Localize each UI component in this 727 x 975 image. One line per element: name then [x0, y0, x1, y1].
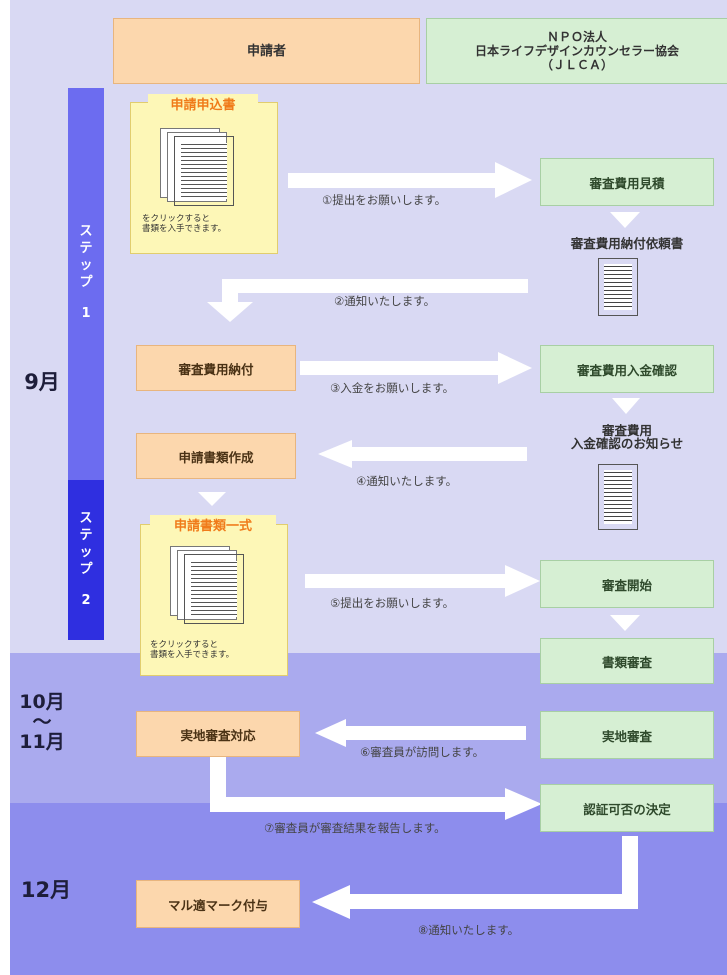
header-organization: ＮＰＯ法人 日本ライフデザインカウンセラー協会 （ＪＬＣＡ） [426, 18, 727, 84]
application-set-note: をクリックすると 書類を入手できます。 [150, 640, 235, 660]
payment-notice-label: 審査費用 入金確認のお知らせ [570, 423, 684, 451]
message-2: ②通知いたします。 [334, 294, 436, 308]
fee-request-label: 審査費用納付依頼書 [570, 236, 684, 251]
document-stack-icon[interactable] [170, 546, 246, 624]
message-6: ⑥審査員が訪問します。 [360, 745, 485, 759]
message-5: ⑤提出をお願いします。 [330, 596, 455, 610]
month-september: 9月 [24, 370, 60, 394]
step1-char: ッ [79, 258, 93, 273]
step2-char: テ [79, 528, 93, 543]
step2-char: プ [79, 562, 93, 577]
create-documents-box: 申請書類作成 [136, 433, 296, 479]
step1-char: ス [79, 224, 93, 239]
step1-char: プ [79, 275, 93, 290]
application-set-title: 申請書類一式 [150, 515, 276, 534]
message-3: ③入金をお願いします。 [330, 381, 455, 395]
document-icon [598, 464, 638, 530]
fee-payment-box: 審査費用納付 [136, 345, 296, 391]
document-icon [598, 258, 638, 316]
application-form-title: 申請申込書 [148, 94, 258, 113]
onsite-response-box: 実地審査対応 [136, 711, 300, 757]
application-form-note: をクリックすると 書類を入手できます。 [142, 214, 227, 234]
payment-confirm-box: 審査費用入金確認 [540, 345, 714, 393]
decision-box: 認証可否の決定 [540, 784, 714, 832]
message-7: ⑦審査員が審査結果を報告します。 [264, 821, 446, 835]
message-8: ⑧通知いたします。 [418, 923, 520, 937]
review-start-box: 審査開始 [540, 560, 714, 608]
step1-char: テ [79, 241, 93, 256]
document-stack-icon[interactable] [160, 128, 236, 206]
step2-number: 2 [81, 593, 91, 608]
fee-estimate-box: 審査費用見積 [540, 158, 714, 206]
message-4: ④通知いたします。 [356, 474, 458, 488]
onsite-review-box: 実地審査 [540, 711, 714, 759]
step2-char: ス [79, 511, 93, 526]
document-review-box: 書類審査 [540, 638, 714, 684]
step2-bar: ス テ ッ プ 2 [68, 480, 104, 640]
month-december: 12月 [20, 878, 72, 902]
step1-bar: ス テ ッ プ 1 [68, 88, 104, 480]
header-applicant: 申請者 [113, 18, 420, 84]
message-1: ①提出をお願いします。 [322, 193, 447, 207]
mark-granted-box: マル適マーク付与 [136, 880, 300, 928]
band-september [10, 0, 727, 653]
month-october-november: 10月 ～ 11月 [19, 691, 65, 753]
step2-char: ッ [79, 545, 93, 560]
step1-number: 1 [81, 306, 91, 321]
